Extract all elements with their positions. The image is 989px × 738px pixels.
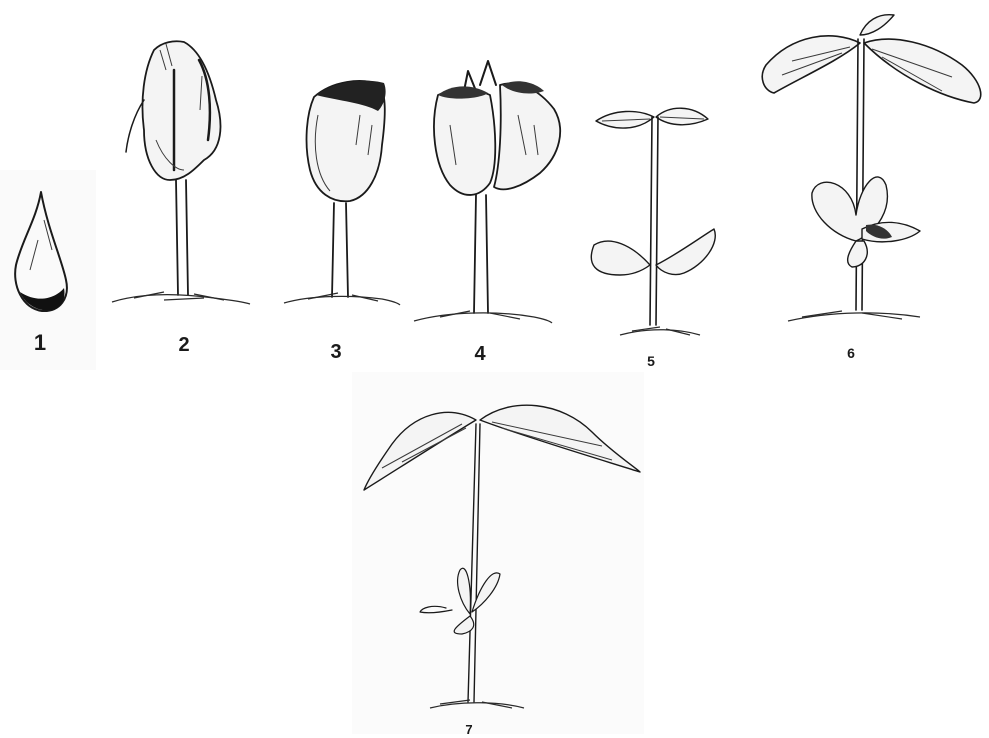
stage-3-label: 3 [324,341,348,364]
stage-4-label: 4 [468,343,492,366]
stage-7-label: 7 [460,722,478,737]
stage-3-seedling: 3 [282,75,402,375]
stage-4-drawing [410,55,570,375]
stage-1-label: 1 [28,330,52,356]
stage-5-label: 5 [642,353,660,369]
stage-7-drawing [352,372,644,738]
stage-3-drawing [282,75,402,375]
stage-5-seedling: 5 [580,95,730,375]
stage-2-seedling: 2 [104,30,254,370]
stage-1-seed: 1 [0,180,96,370]
stage-6-drawing [752,5,988,375]
stage-5-drawing [580,95,730,375]
stage-6-seedling: 6 [752,5,988,375]
stage-2-drawing [104,30,254,370]
stage-7-seedling: 7 [352,372,644,738]
stage-2-label: 2 [172,334,196,357]
stage-4-seedling: 4 [410,55,570,375]
stage-6-label: 6 [842,345,860,361]
